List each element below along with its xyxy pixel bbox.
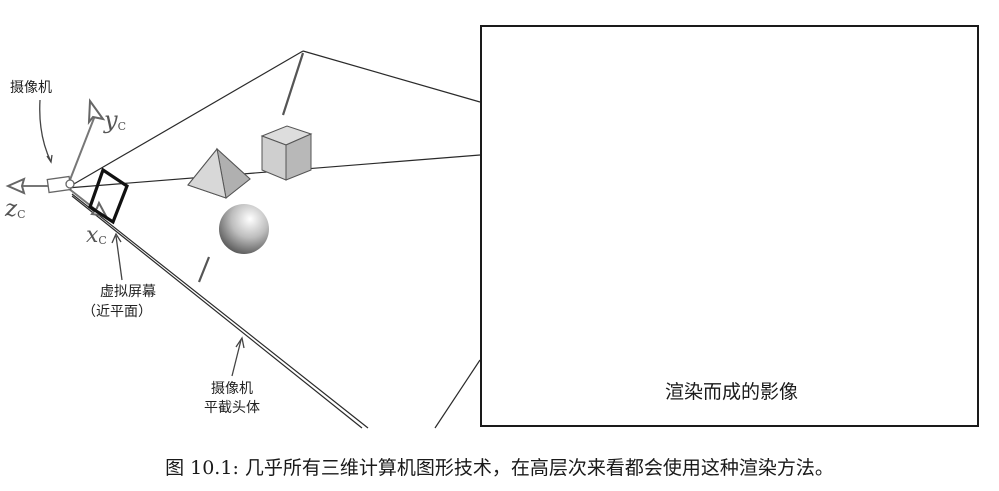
- rendered-image-frame: [480, 25, 979, 427]
- rendered-image-label: 渲染而成的影像: [665, 381, 799, 403]
- pointer-arrows: [39, 99, 245, 377]
- axis-z-label: zC: [5, 196, 26, 222]
- near-plane-label: （近平面）: [82, 304, 152, 320]
- camera-label: 摄像机: [10, 80, 52, 96]
- virtual-screen-label: 虚拟屏幕: [100, 284, 156, 300]
- axis-x-label: xC: [86, 223, 107, 248]
- camera-icon: [46, 175, 75, 194]
- frustum-label-line2: 平截头体: [204, 400, 260, 416]
- near-plane: [88, 167, 129, 225]
- axis-y-label: yC: [104, 106, 126, 134]
- figure-caption: 图 10.1: 几乎所有三维计算机图形技术，在高层次来看都会使用这种渲染方法。: [165, 457, 834, 479]
- frustum-label-line1: 摄像机: [211, 381, 253, 397]
- camera-axes: [5, 98, 108, 218]
- frustum-grey-marks: [197, 52, 305, 283]
- frustum-lines: [66, 50, 481, 429]
- scene-objects: [187, 125, 313, 254]
